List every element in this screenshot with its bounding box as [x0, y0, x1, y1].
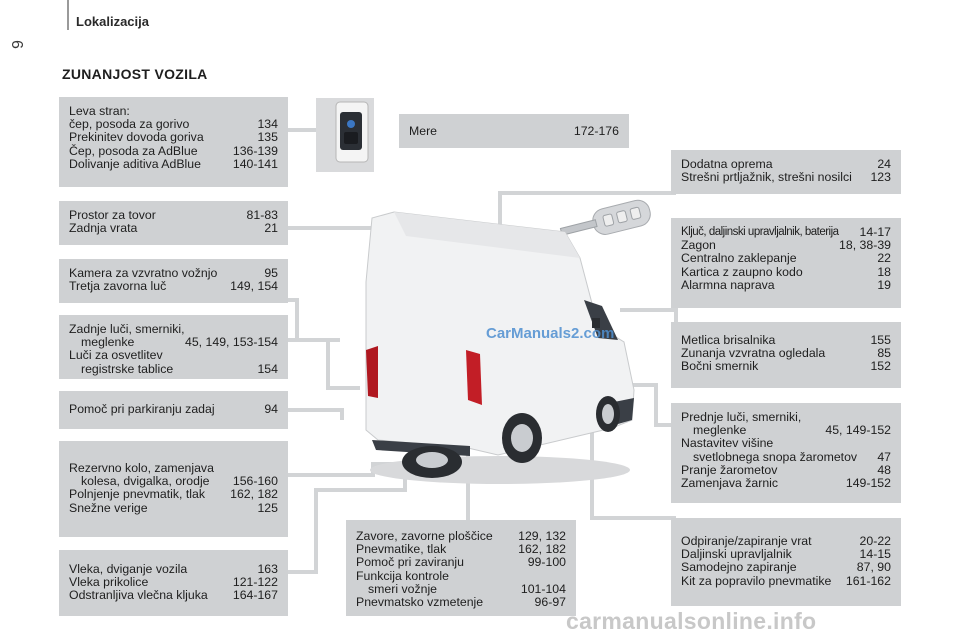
leader-line	[288, 470, 407, 574]
fuel-filler-image	[316, 98, 374, 172]
entry-row: Luči za osvetlitev	[69, 348, 163, 363]
entry-row: Prednje luči, smerniki,	[681, 410, 802, 424]
leader-line	[288, 298, 340, 342]
info-box-spare-wheel: Rezervno kolo, zamenjava kolesa, dvigalk…	[59, 441, 288, 537]
watermark: CarManuals2.com	[486, 325, 615, 342]
leader-line	[288, 408, 344, 420]
leader-line	[624, 383, 676, 427]
key-fob-image	[559, 199, 651, 236]
van-image	[365, 211, 635, 484]
entry-row: Funkcija kontrole	[356, 568, 449, 583]
entry-row: Leva stran:	[69, 104, 130, 118]
page-heading: ZUNANJOST VOZILA	[62, 66, 208, 82]
leader-line	[288, 338, 360, 390]
footer-watermark: carmanualsonline.info	[566, 608, 817, 634]
leader-line	[590, 420, 676, 520]
entry-row: Zadnje luči, smerniki,	[69, 322, 185, 336]
entry-row: Nastavitev višine	[681, 436, 774, 451]
section-title: Lokalizacija	[76, 14, 149, 29]
entry-row: Rezervno kolo, zamenjava	[69, 461, 214, 475]
leader-line	[620, 308, 678, 330]
section-divider	[67, 0, 69, 30]
